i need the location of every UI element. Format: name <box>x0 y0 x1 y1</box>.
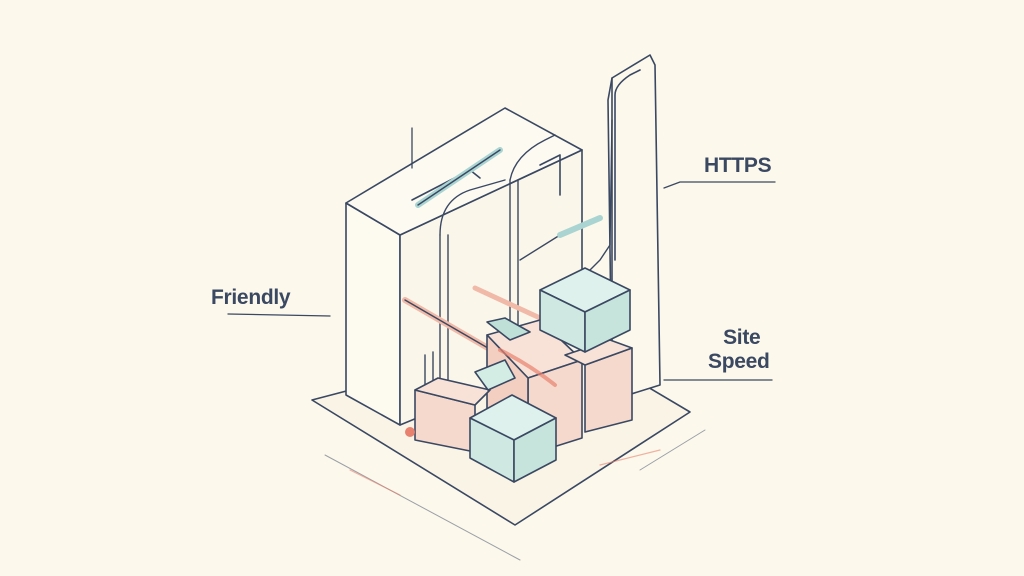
teal-cube-lower <box>469 359 557 483</box>
pink-box-right <box>564 339 633 433</box>
teal-cube-upper <box>539 267 631 353</box>
teal-slab <box>486 317 531 341</box>
label-site-speed: Site Speed <box>708 326 770 374</box>
leader-lines <box>227 127 776 381</box>
label-https: HTTPS <box>704 154 772 177</box>
label-site-speed-line1: Site <box>723 326 761 349</box>
label-friendly: Friendly <box>211 286 291 309</box>
label-site-speed-line2: Speed <box>708 350 770 373</box>
pink-box-left <box>405 377 491 453</box>
